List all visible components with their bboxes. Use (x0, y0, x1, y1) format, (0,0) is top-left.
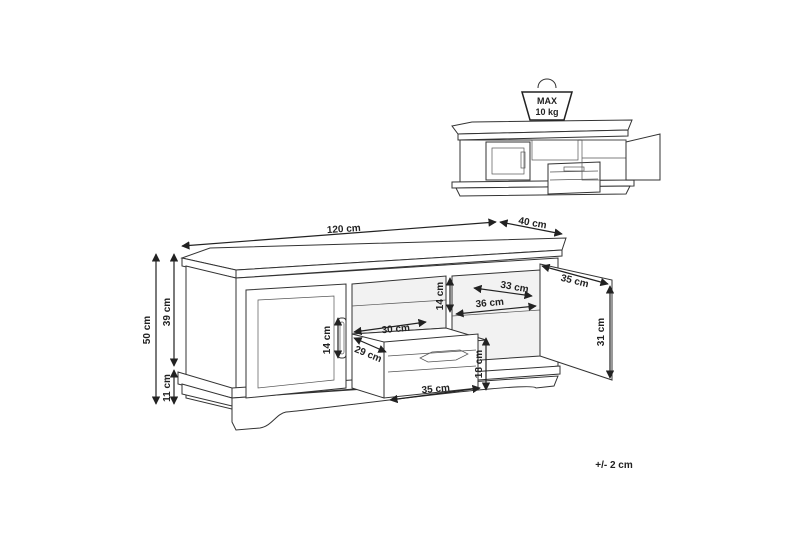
dim-total-height-label: 50 cm (142, 316, 153, 344)
dim-door-height-label: 31 cm (596, 318, 607, 346)
dim-drawer-front-width-label: 30 cm (381, 323, 410, 336)
tolerance-note: +/- 2 cm (595, 460, 633, 471)
dim-shelf-clearance-label: 14 cm (435, 282, 446, 310)
dim-shelf-depth-label: 33 cm (500, 280, 530, 296)
overview-cabinet (451, 119, 661, 197)
dim-handle-label: 14 cm (322, 326, 333, 354)
dim-body-height-label: 39 cm (162, 298, 173, 326)
max-load-label: MAX (537, 96, 557, 106)
max-load-weight-icon: MAX 10 kg (521, 78, 573, 121)
dimension-labels: 120 cm 40 cm 50 cm 39 cm 11 cm 14 cm 30 … (142, 216, 607, 402)
dimension-lines (151, 218, 615, 405)
max-load-value: 10 kg (535, 107, 558, 117)
dim-drawer-height-label: 18 cm (474, 350, 485, 378)
dim-drawer-width-label: 35 cm (421, 383, 450, 396)
dim-depth-label: 40 cm (518, 216, 548, 232)
dim-shelf-width-label: 36 cm (475, 297, 504, 310)
dim-width-label: 120 cm (327, 223, 362, 236)
dim-base-height-label: 11 cm (162, 374, 173, 402)
